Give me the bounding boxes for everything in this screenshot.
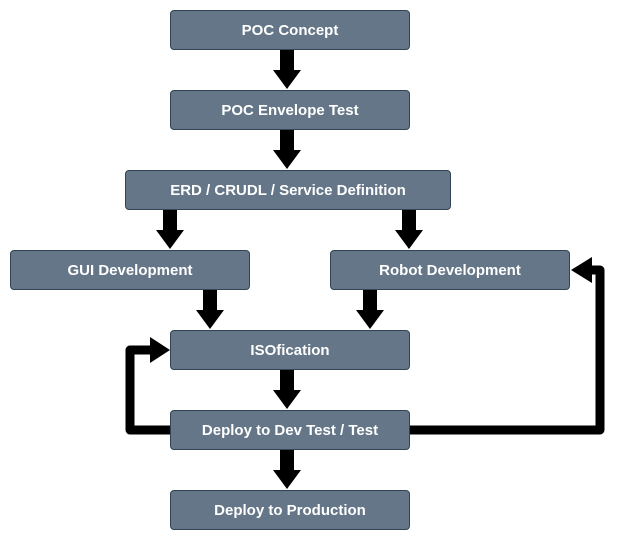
node-deploy-production: Deploy to Production xyxy=(170,490,410,530)
node-robot-development: Robot Development xyxy=(330,250,570,290)
arrow-deploy-dev-to-iso-loop xyxy=(125,337,170,435)
arrow-erd-to-gui xyxy=(156,210,184,249)
arrow-robot-to-iso xyxy=(356,290,384,329)
arrow-deploy-dev-to-robot-loop xyxy=(410,257,605,435)
node-isofication: ISOfication xyxy=(170,330,410,370)
arrow-envelope-to-erd xyxy=(273,130,301,169)
node-poc-envelope-test: POC Envelope Test xyxy=(170,90,410,130)
arrow-concept-to-envelope xyxy=(273,50,301,89)
node-gui-development: GUI Development xyxy=(10,250,250,290)
node-deploy-dev-test: Deploy to Dev Test / Test xyxy=(170,410,410,450)
arrow-erd-to-robot xyxy=(395,210,423,249)
node-erd-crudl-service-definition: ERD / CRUDL / Service Definition xyxy=(125,170,451,210)
arrow-iso-to-deploy-dev xyxy=(273,370,301,409)
node-poc-concept: POC Concept xyxy=(170,10,410,50)
arrow-deploy-dev-to-prod xyxy=(273,450,301,489)
arrow-gui-to-iso xyxy=(196,290,224,329)
